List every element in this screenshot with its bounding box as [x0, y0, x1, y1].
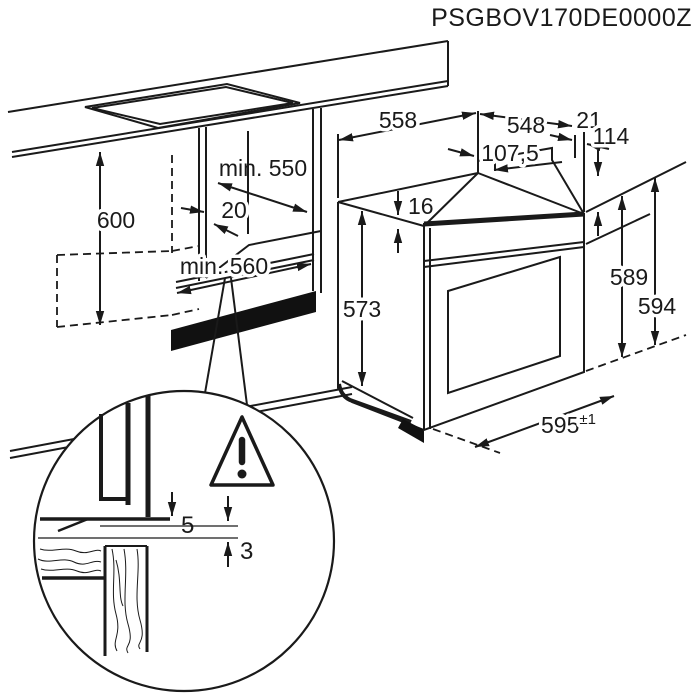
- dim-front-width-value: 595: [541, 412, 579, 438]
- dim-front-width-tolerance: ±1: [579, 411, 596, 428]
- oven-door-window: [447, 255, 561, 395]
- dim-oven-depth: 558: [379, 107, 417, 133]
- clearance-dims: 5 3: [167, 492, 253, 567]
- control-panel-divider-top: [423, 241, 585, 262]
- dim-bottom-clearance: 3: [240, 538, 253, 565]
- page-title: PSGBOV170DE0000Z: [431, 4, 692, 32]
- worktop-front-edge-top: [11, 80, 449, 153]
- worktop-back-edge: [7, 40, 449, 113]
- dim-total-height: 594: [638, 293, 677, 319]
- dim-front-height: 589: [610, 264, 648, 290]
- leader-line-left: [204, 277, 226, 394]
- dim-body-height: 573: [343, 296, 381, 322]
- dim-top-clearance: 5: [181, 512, 194, 539]
- oven-left-top-edge: [337, 201, 425, 227]
- oven-top-frame-edge: [423, 172, 479, 227]
- detail-leader: [204, 277, 248, 406]
- oven-foot-rail: [337, 383, 412, 424]
- detail-circle: 5 3: [32, 389, 336, 693]
- ext-divider-right: [585, 213, 651, 245]
- ext-bottom-right: [585, 334, 687, 372]
- oven: [337, 146, 585, 443]
- hob-cutout-inner: [91, 85, 294, 126]
- detail-circle-outline: [32, 389, 336, 693]
- worktop-front-edge-bottom: [11, 85, 449, 158]
- clearance-section: [38, 517, 238, 656]
- oven-top-back-edge: [337, 172, 479, 203]
- dim-niche-depth: min. 550: [219, 155, 307, 181]
- dim-top-step-height: 16: [408, 193, 434, 219]
- worktop: [7, 40, 449, 158]
- dim-cabinet-height: 600: [97, 207, 135, 233]
- leader-line-right: [230, 277, 248, 406]
- ext-top-right: [585, 161, 687, 213]
- dim-body-depth: 548: [507, 112, 545, 138]
- dim-rear-gap: 20: [221, 197, 247, 223]
- dim-top-step-depth: 107,5: [481, 140, 539, 166]
- hidden-oven-outline: [56, 155, 200, 328]
- warning-icon: [209, 415, 275, 487]
- oven-foot-rail-top: [341, 380, 414, 419]
- dim-panel-height: 114: [593, 123, 630, 149]
- control-panel-divider-bottom: [423, 246, 585, 268]
- dim-front-width: 595±1: [541, 411, 596, 438]
- oven-top-right-edge: [477, 172, 585, 215]
- dim-niche-width: min. 560: [180, 253, 268, 279]
- oven-foot-wedge: [398, 419, 424, 443]
- oven-front-top-lip: [423, 211, 585, 227]
- hob-cutout-outer: [84, 82, 301, 130]
- dimensions: 600 min. 550 20 min. 560 558 548 21 107,…: [93, 104, 687, 454]
- rear-panel-section: [99, 396, 151, 517]
- plinth-strip: [171, 291, 316, 351]
- dim-front-overhang: 21: [576, 107, 602, 133]
- wood-grain: [37, 548, 143, 654]
